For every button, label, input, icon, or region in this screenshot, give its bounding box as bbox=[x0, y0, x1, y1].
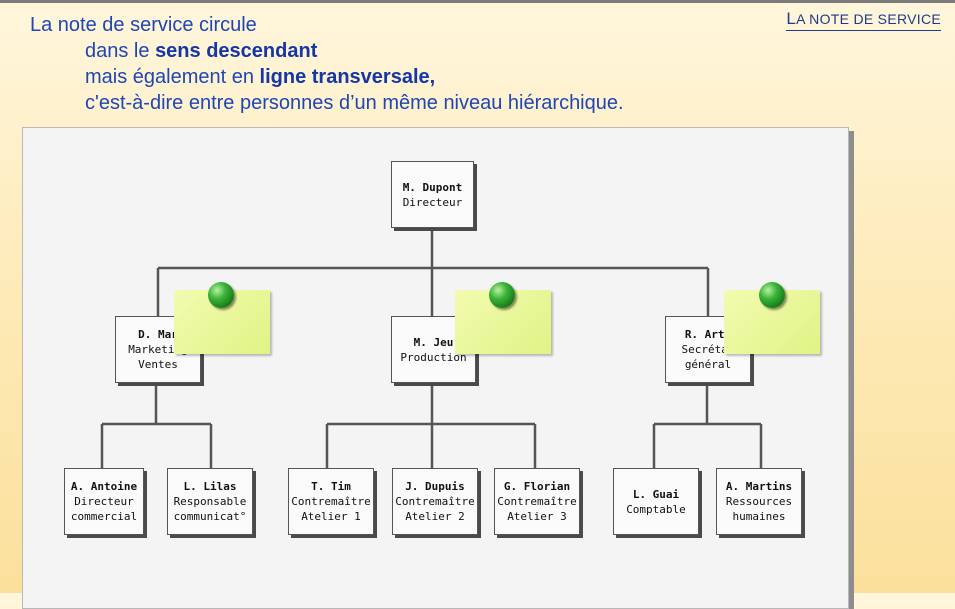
intro-text: La note de service circule dans le sens … bbox=[30, 12, 624, 116]
green-pushpin-icon bbox=[759, 282, 785, 308]
org-box-staff: A. Martins Ressources humaines bbox=[716, 468, 802, 535]
org-box-staff: T. Tim Contremaître Atelier 1 bbox=[288, 468, 374, 535]
intro-line-4: c'est-à-dire entre personnes d’un même n… bbox=[85, 92, 624, 114]
intro-line-1: La note de service circule bbox=[30, 14, 257, 36]
slide-section-tag: LA NOTE DE SERVICE bbox=[786, 9, 941, 31]
intro-line-3: mais également en ligne transversale, bbox=[85, 66, 436, 88]
org-box-staff: G. Florian Contremaître Atelier 3 bbox=[494, 468, 580, 535]
org-chart-board: M. Dupont Directeur D. Mar Marketing Ven… bbox=[22, 127, 849, 609]
org-box-staff: J. Dupuis Contremaître Atelier 2 bbox=[392, 468, 478, 535]
org-box-staff: L. Guai Comptable bbox=[613, 468, 699, 535]
org-box-staff: L. Lilas Responsable communicat° bbox=[167, 468, 253, 535]
green-pushpin-icon bbox=[208, 282, 234, 308]
green-pushpin-icon bbox=[489, 282, 515, 308]
top-rule bbox=[0, 0, 955, 3]
intro-line-2: dans le sens descendant bbox=[85, 40, 318, 62]
org-chart-connectors bbox=[100, 230, 763, 468]
org-box-director: M. Dupont Directeur bbox=[391, 161, 474, 228]
org-box-staff: A. Antoine Directeur commercial bbox=[64, 468, 144, 535]
